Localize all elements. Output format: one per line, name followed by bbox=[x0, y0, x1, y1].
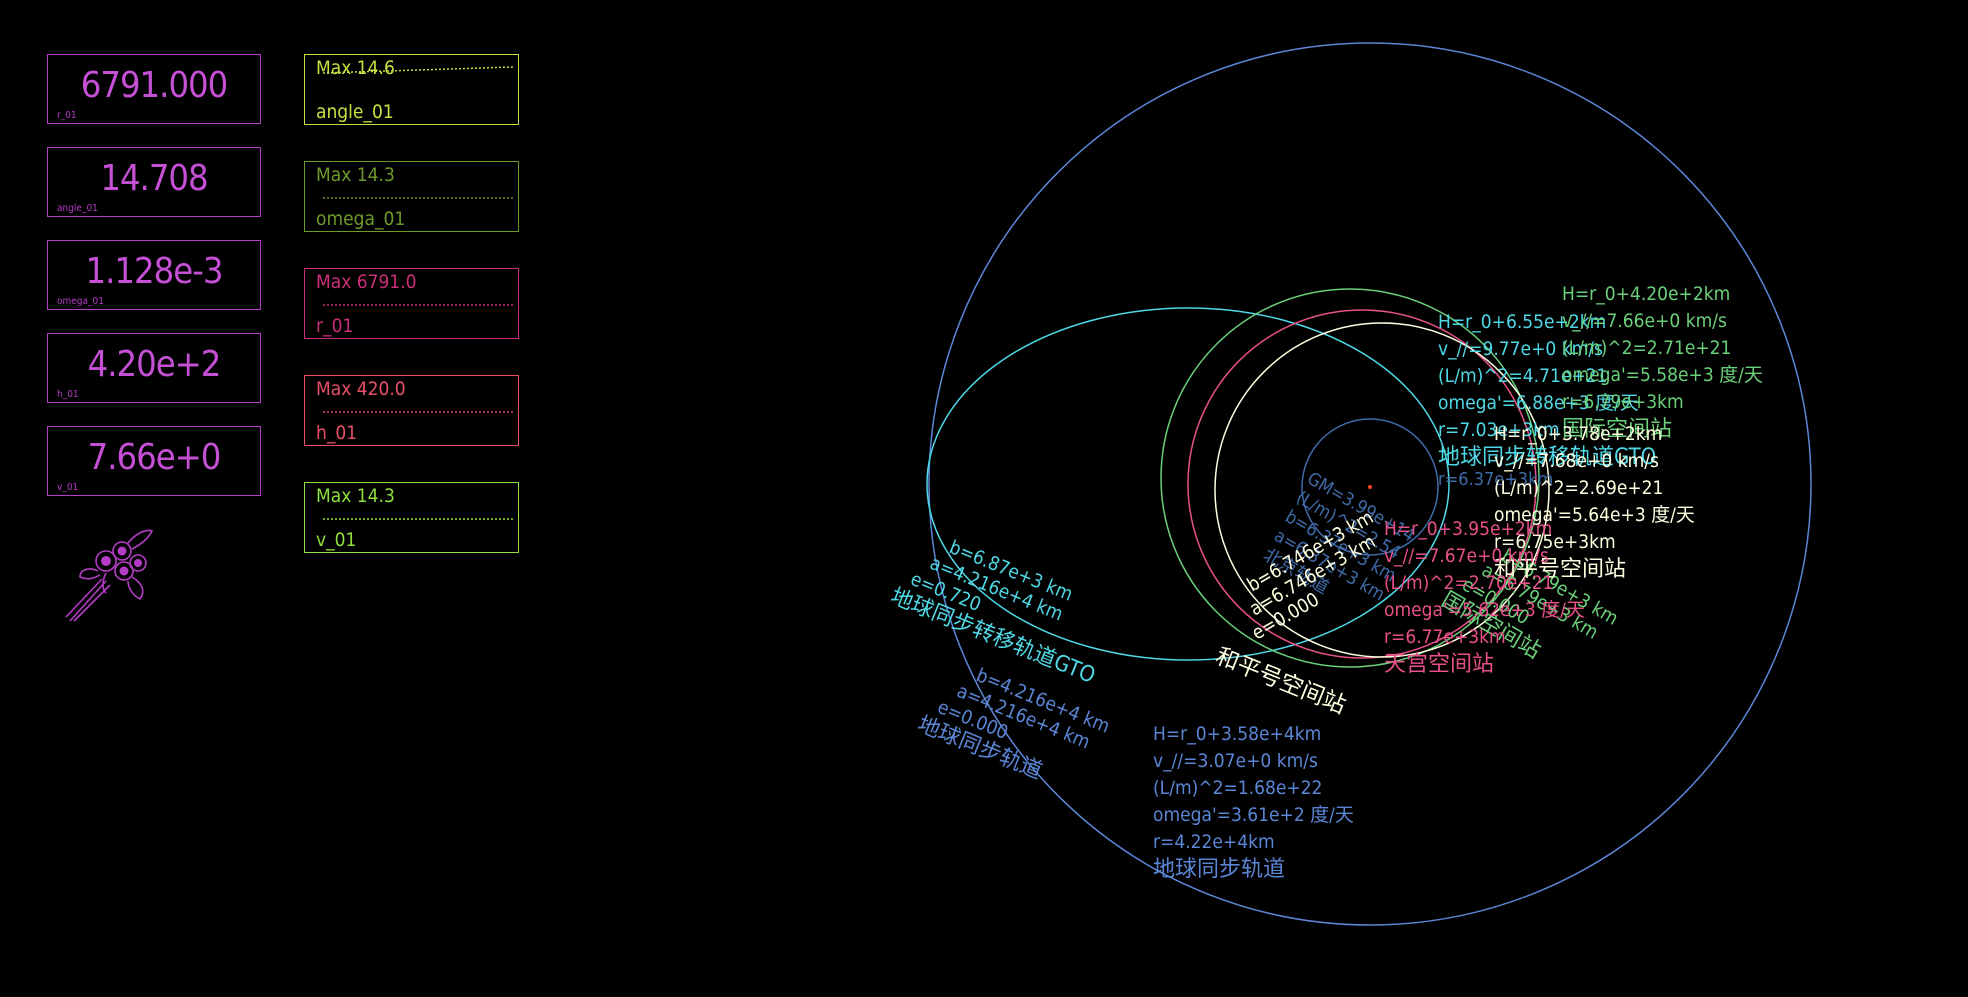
iss-info-v: v_//=7.66e+0 km/s bbox=[1562, 310, 1727, 332]
sparkline-name: h_01 bbox=[316, 422, 358, 444]
sparkline-r: Max 6791.0 r_01 bbox=[304, 268, 519, 339]
readout-value: 7.66e+0 bbox=[87, 437, 222, 478]
iss-info-h: H=r_0+4.20e+2km bbox=[1562, 283, 1730, 305]
mir-info-omega: omega'=5.64e+3 度/天 bbox=[1494, 504, 1695, 526]
tg-info-h: H=r_0+3.95e+2km bbox=[1384, 518, 1552, 540]
readout-label: omega_01 bbox=[57, 296, 104, 307]
gto-info-name: 地球同步转移轨道GTO bbox=[1438, 445, 1656, 470]
tg-info-l: (L/m)^2=2.70e+21 bbox=[1384, 572, 1553, 594]
sparkline-h: Max 420.0 h_01 bbox=[304, 375, 519, 446]
readout-r: 6791.000 r_01 bbox=[47, 54, 261, 124]
sparkline-name: omega_01 bbox=[316, 208, 406, 230]
tg-info-r: r=6.77e+3km bbox=[1384, 626, 1506, 648]
geo-info-omega: omega'=3.61e+2 度/天 bbox=[1153, 804, 1354, 826]
tg-info-omega: omega'=5.62e+3 度/天 bbox=[1384, 599, 1585, 621]
mir-info-name: 和平号空间站 bbox=[1494, 557, 1626, 582]
gto-info-h: H=r_0+6.55e+2km bbox=[1438, 311, 1606, 333]
sparkline-v: Max 14.3 v_01 bbox=[304, 482, 519, 553]
iss-orbit bbox=[1160, 288, 1540, 668]
readout-label: v_01 bbox=[57, 482, 79, 493]
sparkline-name: angle_01 bbox=[316, 101, 394, 123]
readout-value: 6791.000 bbox=[80, 65, 229, 106]
gto-info-omega: omega'=6.88e+3 度/天 bbox=[1438, 392, 1639, 414]
tg-info-name: 天宫空间站 bbox=[1384, 652, 1494, 677]
sparkline-max: Max 14.6 bbox=[316, 57, 395, 79]
readout-value: 4.20e+2 bbox=[87, 344, 222, 385]
gto-info-r: r=7.03e+3km bbox=[1438, 419, 1560, 441]
sparkline-max: Max 6791.0 bbox=[316, 271, 417, 293]
readout-label: h_01 bbox=[57, 389, 79, 400]
sparkline-name: v_01 bbox=[316, 529, 357, 551]
mir-orbit bbox=[1214, 322, 1550, 658]
geo-info-h: H=r_0+3.58e+4km bbox=[1153, 723, 1321, 745]
readout-value: 14.708 bbox=[100, 158, 208, 199]
iss-info-name: 国际空间站 bbox=[1562, 417, 1672, 442]
readout-v: 7.66e+0 v_01 bbox=[47, 426, 261, 496]
mir-info-v: v_//=7.68e+0 km/s bbox=[1494, 450, 1659, 472]
sparkline-max: Max 420.0 bbox=[316, 378, 406, 400]
iss-info-l: (L/m)^2=2.71e+21 bbox=[1562, 337, 1731, 359]
sparkline-name: r_01 bbox=[316, 315, 354, 337]
geo-orbit bbox=[928, 42, 1812, 926]
mir-info-r: r=6.75e+3km bbox=[1494, 531, 1616, 553]
earth-circle bbox=[1301, 418, 1439, 556]
readout-omega: 1.128e-3 omega_01 bbox=[47, 240, 261, 310]
gto-info-l: (L/m)^2=4.71e+21 bbox=[1438, 365, 1607, 387]
geo-info-v: v_//=3.07e+0 km/s bbox=[1153, 750, 1318, 772]
iss-small-r: r=6.37e+3km bbox=[1438, 469, 1553, 490]
iss-info-omega: omega'=5.58e+3 度/天 bbox=[1562, 364, 1763, 386]
tiangong-orbit bbox=[1187, 309, 1537, 659]
geo-info-l: (L/m)^2=1.68e+22 bbox=[1153, 777, 1322, 799]
readout-value: 1.128e-3 bbox=[85, 251, 224, 292]
readout-label: angle_01 bbox=[57, 203, 98, 214]
geo-info-name: 地球同步轨道 bbox=[1153, 857, 1285, 882]
tg-info-v: v_//=7.67e+0 km/s bbox=[1384, 545, 1549, 567]
geo-info-r: r=4.22e+4km bbox=[1153, 831, 1275, 853]
iss-info-r: r=6.79e+3km bbox=[1562, 391, 1684, 413]
readout-h: 4.20e+2 h_01 bbox=[47, 333, 261, 403]
gto-orbit bbox=[926, 307, 1450, 661]
mir-info-h: H=r_0+3.78e+2km bbox=[1494, 423, 1662, 445]
sparkline-max: Max 14.3 bbox=[316, 485, 395, 507]
readout-angle: 14.708 angle_01 bbox=[47, 147, 261, 217]
sparkline-angle: Max 14.6 angle_01 bbox=[304, 54, 519, 125]
earth-center-dot bbox=[1368, 485, 1372, 489]
gto-info-v: v_//=9.77e+0 km/s bbox=[1438, 338, 1603, 360]
flower-bouquet-icon bbox=[65, 529, 154, 622]
sparkline-max: Max 14.3 bbox=[316, 164, 395, 186]
readout-label: r_01 bbox=[57, 110, 77, 121]
sparkline-omega: Max 14.3 omega_01 bbox=[304, 161, 519, 232]
mir-info-l: (L/m)^2=2.69e+21 bbox=[1494, 477, 1663, 499]
